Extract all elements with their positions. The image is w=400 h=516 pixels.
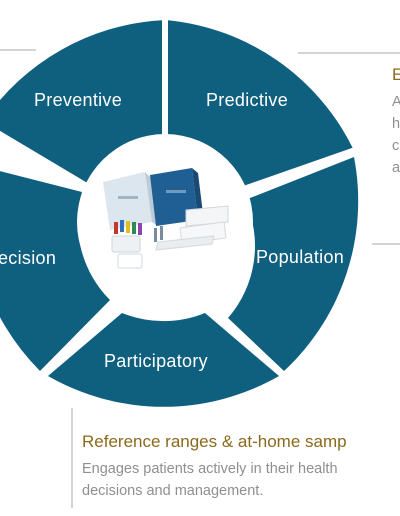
callout-bottom-desc: Engages patients actively in their healt…	[82, 458, 347, 502]
callout-bottom-line: decisions and management.	[82, 483, 264, 499]
segment-population[interactable]	[228, 157, 359, 371]
callout-bottom-line: Engages patients actively in their healt…	[82, 461, 338, 477]
callout-top-desc: A h c a	[392, 91, 400, 179]
segment-precision[interactable]	[0, 165, 110, 371]
callout-top-line: h	[392, 116, 400, 132]
callout-top: E A h c a	[392, 65, 400, 179]
callout-top-title: E	[392, 65, 400, 84]
label-precision: ecision	[0, 248, 56, 268]
callout-top-line: A	[392, 94, 400, 110]
label-population: Population	[256, 247, 344, 267]
segment-predictive[interactable]	[168, 20, 353, 187]
label-participatory: Participatory	[104, 351, 208, 371]
callout-bottom-title: Reference ranges & at-home samp	[82, 432, 347, 451]
label-preventive: Preventive	[34, 90, 122, 110]
product-kit-image	[103, 168, 229, 269]
callout-top-line: a	[392, 160, 400, 176]
label-predictive: Predictive	[206, 90, 288, 110]
segment-participatory[interactable]	[48, 313, 279, 407]
segment-preventive[interactable]	[0, 20, 162, 184]
callout-top-line: c	[392, 138, 400, 154]
callout-bottom: Reference ranges & at-home samp Engages …	[82, 432, 347, 502]
